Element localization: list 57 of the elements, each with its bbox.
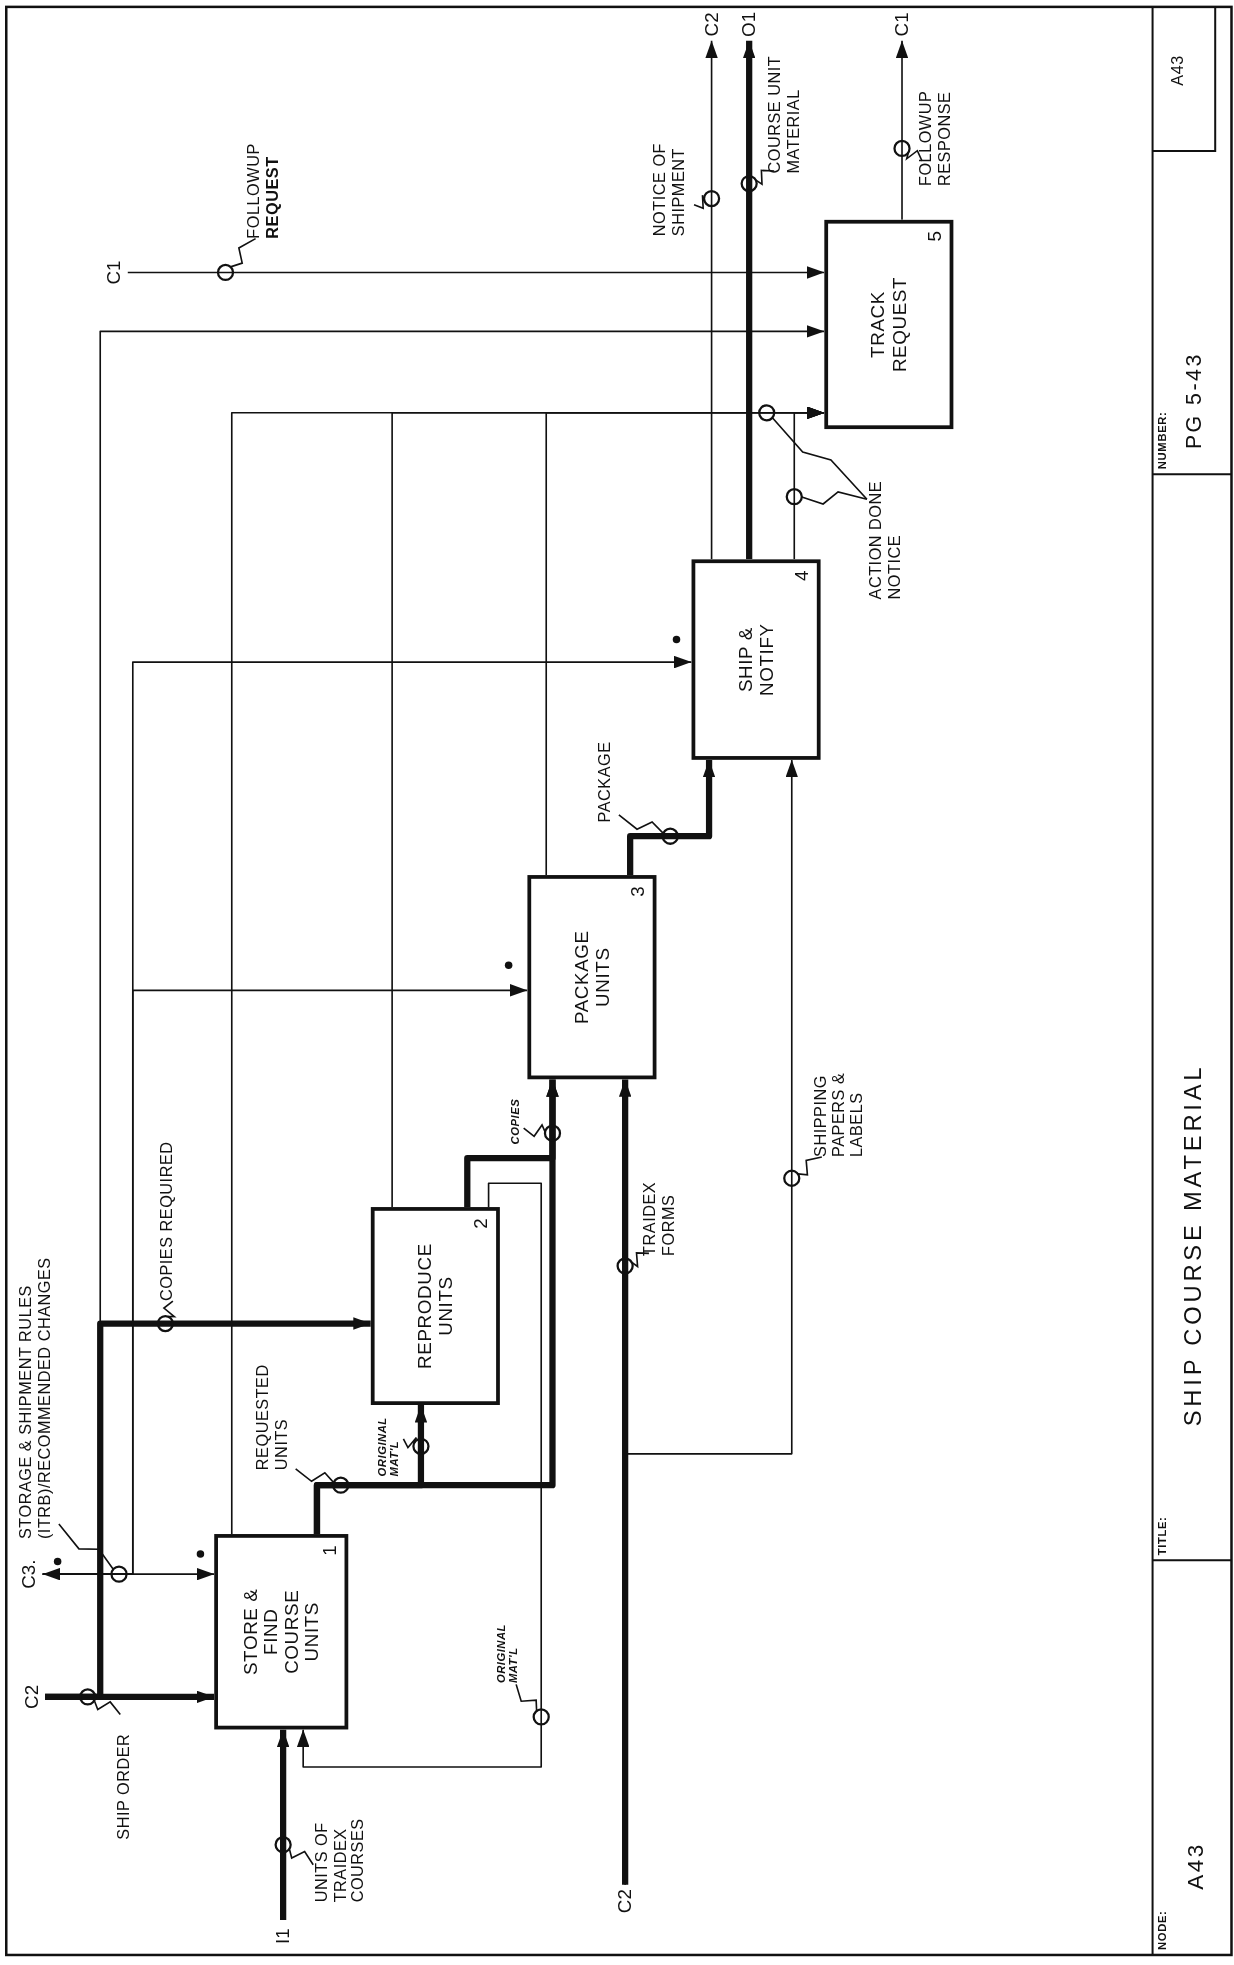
- activity-box: [691, 559, 821, 760]
- activity-name: PACKAGE UNITS: [571, 929, 613, 1027]
- edge-label: STORAGE & SHIPMENT RULES (ITRB)/RECOMMENDED CHANGES: [17, 1256, 54, 1540]
- activity-name: REPRODUCE UNITS: [414, 1242, 456, 1371]
- arrow: [296, 1182, 543, 1768]
- edge-label: SHIPPING PAPERS & LABELS: [811, 1071, 867, 1157]
- title-block-text: TITLE:: [1156, 1516, 1169, 1556]
- box-number: 2: [469, 1218, 492, 1229]
- icom-code: C1: [888, 8, 916, 41]
- edge-label: COURSE UNIT MATERIAL: [766, 55, 804, 174]
- arrow: [41, 655, 693, 1575]
- arrow: [44, 325, 826, 1698]
- box-number: 4: [790, 570, 812, 582]
- icom-code: O1: [735, 8, 763, 41]
- edge-label: NOTICE OF SHIPMENT: [651, 141, 688, 237]
- icom-code: C1: [100, 256, 128, 289]
- box-number: 5: [923, 231, 945, 242]
- arrow: [627, 759, 716, 876]
- box-number: 1: [318, 1545, 340, 1556]
- icom-code: I1: [269, 1919, 297, 1953]
- activity-name: SHIP & NOTIFY: [735, 622, 777, 698]
- arrow: [742, 40, 756, 560]
- arrow: [895, 39, 909, 221]
- arrow: [705, 39, 718, 561]
- edge-label: FOLLOWUP REQUEST: [245, 142, 282, 239]
- edge-label: COPIES REQUIRED: [157, 1140, 177, 1301]
- edge-label: PACKAGE: [596, 740, 615, 823]
- title-block-text: NODE:: [1156, 1910, 1169, 1950]
- edge-label: REQUESTED UNITS: [254, 1363, 291, 1471]
- icom-code: C2: [611, 1884, 639, 1918]
- edge-label: COPIES: [508, 1097, 522, 1145]
- edge-label: UNITS OF TRAIDEX COURSES: [313, 1817, 368, 1903]
- arrow: [618, 1079, 632, 1885]
- icom-code: C2: [17, 1679, 46, 1715]
- title-block-text: A43: [1182, 1842, 1209, 1890]
- activity-box: [370, 1207, 500, 1405]
- edge-label: ORIGINAL MAT'L: [494, 1623, 521, 1684]
- activity-name: STORE & FIND COURSE UNITS: [239, 1587, 323, 1678]
- activity-box: [214, 1534, 349, 1730]
- edge-label: SHIP ORDER: [115, 1732, 134, 1840]
- title-block-text: PG 5-43: [1182, 352, 1208, 450]
- activity-box: [824, 219, 954, 430]
- icom-code: C2: [697, 8, 726, 41]
- edge-label: TRAIDEX FORMS: [641, 1180, 678, 1256]
- edge-label: ORIGINAL MAT'L: [375, 1416, 402, 1477]
- diagram-title: SHIP COURSE MATERIAL: [1180, 1063, 1208, 1427]
- arrow: [464, 1079, 559, 1208]
- arrow: [624, 759, 799, 1886]
- edge-label: ACTION DONE NOTICE: [866, 479, 904, 600]
- title-block-text: NUMBER:: [1156, 411, 1169, 470]
- box-number: 3: [626, 886, 648, 897]
- edge-label: FOLLOWUP RESPONSE: [917, 89, 954, 187]
- activity-box: [527, 875, 657, 1080]
- arrow: [126, 266, 826, 279]
- icom-code: C3.: [15, 1549, 43, 1600]
- activity-name: TRACK REQUEST: [868, 275, 910, 375]
- title-block-text: A43: [1167, 54, 1187, 86]
